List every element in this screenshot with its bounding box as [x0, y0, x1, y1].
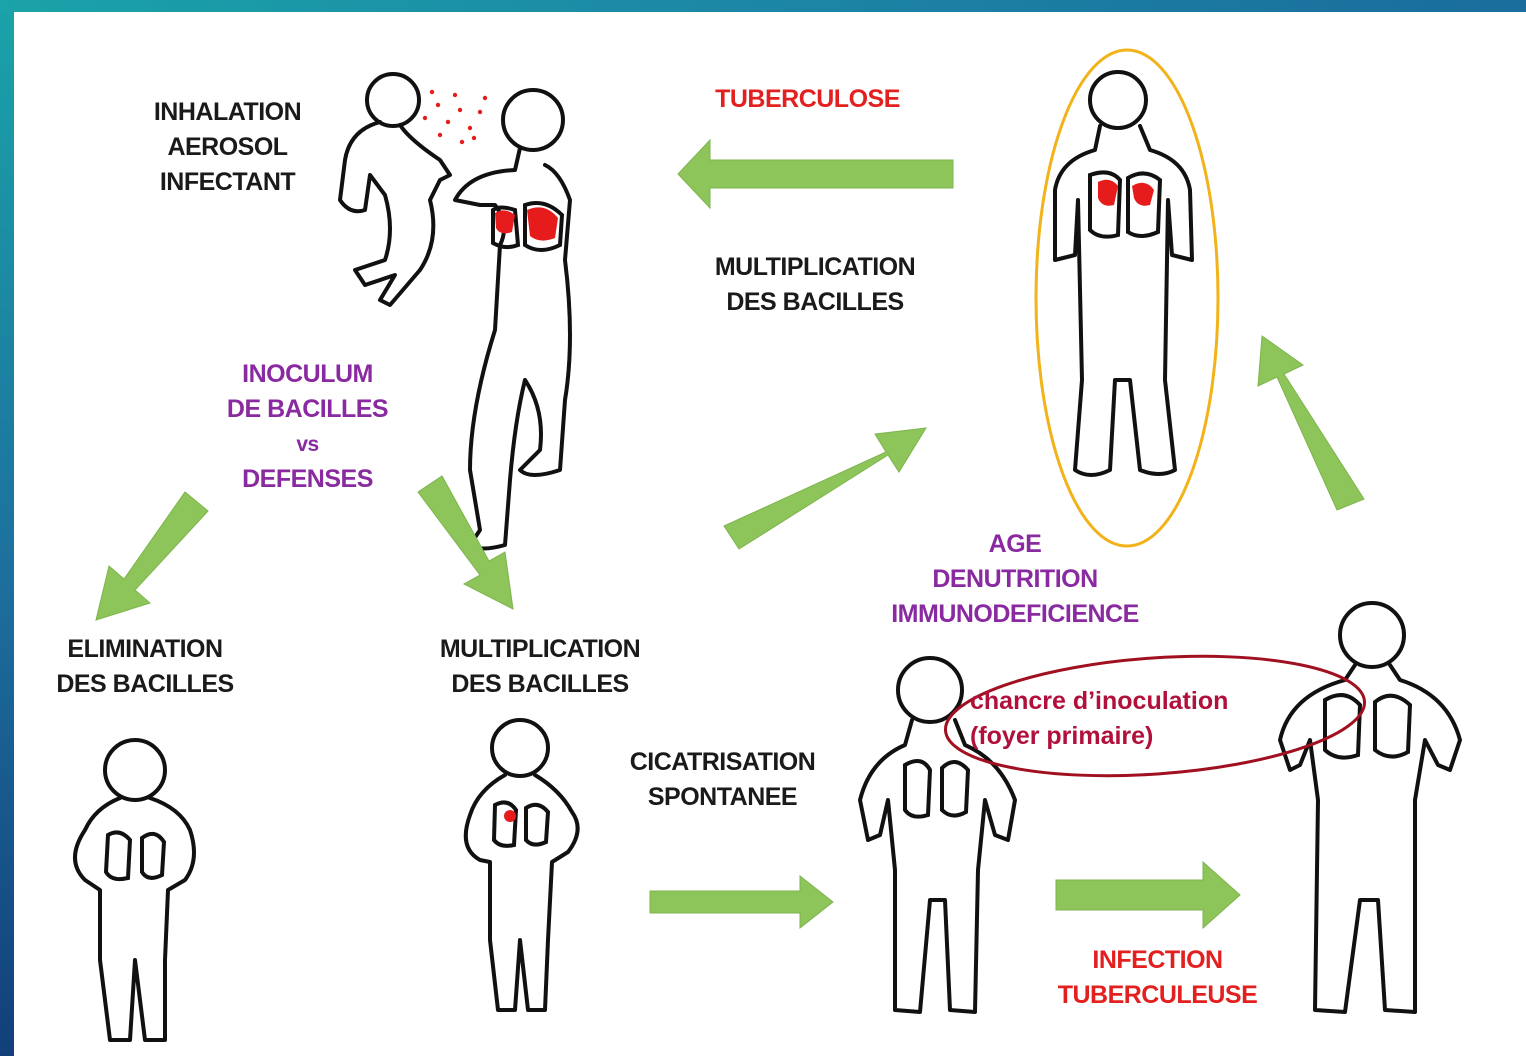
label-line: TUBERCULOSE: [675, 82, 940, 117]
label-inoculum: INOCULUM DE BACILLES vs DEFENSES: [190, 357, 425, 497]
arrow-to-elimination: [96, 492, 208, 620]
label-line: TUBERCULEUSE: [1020, 978, 1295, 1013]
label-risk-factors: AGE DENUTRITION IMMUNODEFICIENCE: [845, 527, 1185, 632]
label-line: DES BACILLES: [20, 667, 270, 702]
label-line: INFECTION: [1020, 943, 1295, 978]
label-tuberculose: TUBERCULOSE: [675, 82, 940, 117]
label-line: AEROSOL: [120, 130, 335, 165]
label-line: SPONTANEE: [590, 780, 855, 815]
label-line: (foyer primaire): [970, 719, 1228, 754]
label-line: AGE: [845, 527, 1185, 562]
label-line: INOCULUM: [190, 357, 425, 392]
label-infection: INFECTION TUBERCULEUSE: [1020, 943, 1295, 1013]
label-line: DES BACILLES: [395, 667, 685, 702]
label-line: DEFENSES: [190, 462, 425, 497]
label-line: MULTIPLICATION: [395, 632, 685, 667]
label-line: vs: [190, 427, 425, 462]
label-elimination: ELIMINATION DES BACILLES: [20, 632, 270, 702]
label-chancre: chancre d’inoculation (foyer primaire): [970, 684, 1228, 754]
label-line: DES BACILLES: [670, 285, 960, 320]
label-multiplication-mid: MULTIPLICATION DES BACILLES: [395, 632, 685, 702]
label-line: MULTIPLICATION: [670, 250, 960, 285]
label-line: INFECTANT: [120, 165, 335, 200]
label-cicatrisation: CICATRISATION SPONTANEE: [590, 745, 855, 815]
label-line: INHALATION: [120, 95, 335, 130]
label-inhalation: INHALATION AEROSOL INFECTANT: [120, 95, 335, 200]
child-figure-elimination: [75, 740, 194, 1040]
arrow-to-multiplication: [418, 476, 513, 609]
arrow-right-cicatrisation: [650, 876, 833, 928]
arrow-right-infection: [1056, 862, 1240, 928]
man-figure-infected: [1280, 603, 1460, 1012]
tuberculosis-patient-figure: [1055, 72, 1192, 475]
label-multiplication-top: MULTIPLICATION DES BACILLES: [670, 250, 960, 320]
label-line: DE BACILLES: [190, 392, 425, 427]
arrow-up-right: [1258, 336, 1364, 510]
label-line: CICATRISATION: [590, 745, 855, 780]
label-line: IMMUNODEFICIENCE: [845, 597, 1185, 632]
label-line: ELIMINATION: [20, 632, 270, 667]
arrow-left-tuberculose: [678, 140, 953, 208]
child-figure-multiplication: [466, 720, 578, 1010]
label-line: chancre d’inoculation: [970, 684, 1228, 719]
label-line: DENUTRITION: [845, 562, 1185, 597]
